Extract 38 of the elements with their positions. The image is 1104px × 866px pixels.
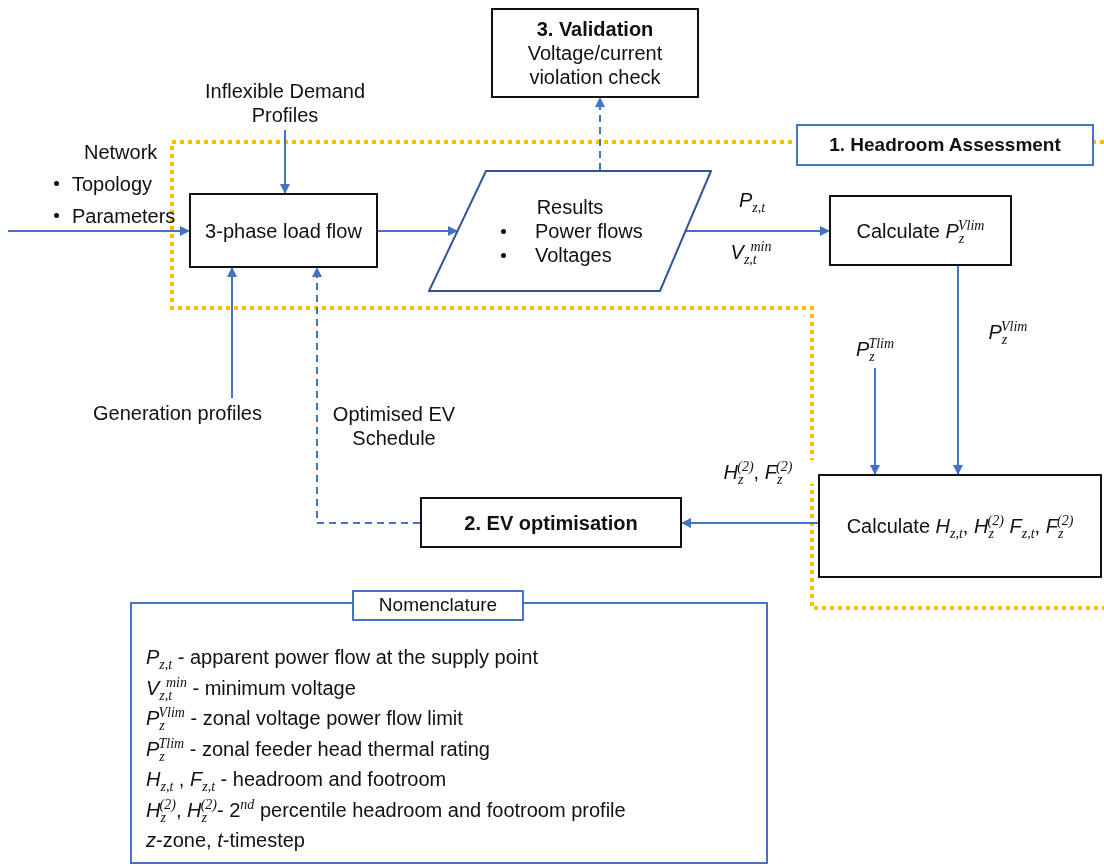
box-title: Results	[536, 195, 604, 219]
bullet-item: Power flows	[485, 219, 655, 243]
section-title-box	[796, 124, 1094, 166]
process-box	[189, 193, 378, 268]
process-box	[420, 497, 682, 548]
arrow	[7, 226, 190, 236]
definition-line: P$_{z}$$^{Tlim}$ - zonal feeder head thermal rating	[146, 734, 490, 764]
definition-line: z-zone, t-timestep	[146, 828, 305, 853]
arrow	[685, 226, 830, 236]
definition-line: P$_{z,t}$ - apparent power flow at the supply point	[146, 645, 538, 673]
arrow	[681, 518, 819, 528]
process-box	[491, 8, 699, 98]
arrow	[227, 267, 237, 399]
arrow	[377, 226, 458, 236]
panel-title: Nomenclature	[352, 590, 524, 621]
input-label-text: Generation profiles	[93, 401, 262, 425]
arrow	[312, 267, 421, 524]
arrow	[953, 265, 963, 475]
arrow	[280, 129, 290, 194]
box-title: 1. Headroom Assessment	[829, 133, 1061, 157]
bullet-item: Voltages	[485, 243, 655, 267]
definition-line: P$_{z}$$^{Vlim}$ - zonal voltage power flow limit	[146, 704, 463, 734]
definition-line: V$_{z,t}$$^{min}$ - minimum voltage	[146, 673, 356, 703]
definition-line: H$_{z,t}$ , F$_{z,t}$ - headroom and footroom	[146, 767, 447, 795]
arrow	[595, 97, 605, 171]
box-title: 2. EV optimisation	[464, 510, 638, 535]
box-title: 3. Validation	[536, 17, 654, 41]
process-box	[829, 195, 1012, 266]
process-box	[818, 474, 1102, 578]
input-heading: Network	[83, 140, 159, 165]
input-label-text: Inflexible Demand Profiles	[203, 79, 367, 127]
arrow	[870, 367, 880, 475]
bullet-item: Topology	[48, 168, 176, 200]
bullet-item: Parameters	[48, 200, 176, 232]
box-text: 3-phase load flow	[205, 218, 362, 243]
data-parallelogram	[428, 170, 712, 292]
definition-line: H$_{z}$$^{(2)}$, H$_{z}$$^{(2)}$- 2$^{nd}$ percentile headroom and footroom profile	[146, 795, 626, 825]
box-text: Voltage/current violation check	[526, 41, 664, 89]
